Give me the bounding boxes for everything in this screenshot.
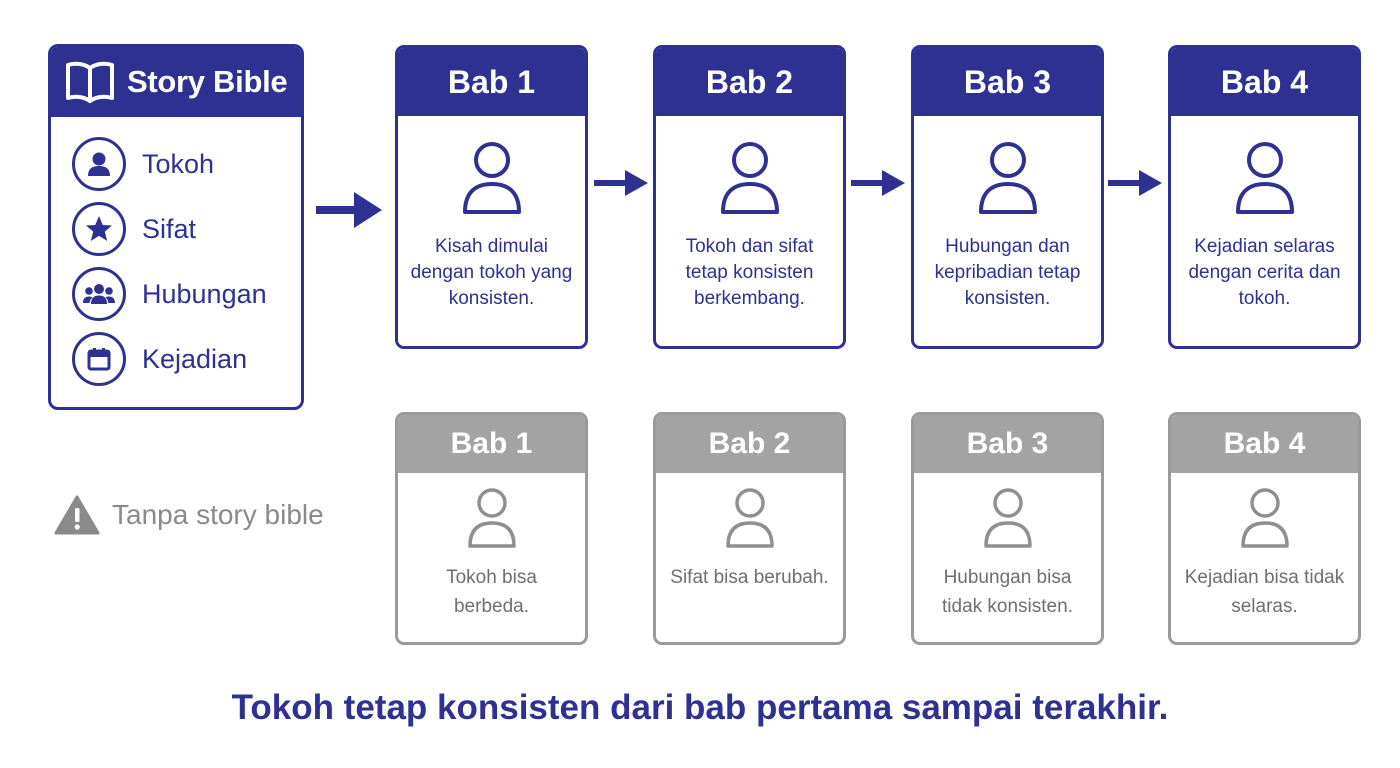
bible-item-hubungan: Hubungan	[72, 267, 301, 321]
bible-item-label: Tokoh	[142, 148, 215, 179]
calendar-icon	[87, 348, 111, 371]
footer-caption: Tokoh tetap konsisten dari bab pertama s…	[231, 688, 1169, 727]
arrow-right-icon	[594, 170, 648, 196]
chapter-card-1: Bab 1 Kisah dimulai dengan tokoh yang ko…	[395, 45, 588, 349]
story-bible-title: Story Bible	[127, 64, 288, 99]
bible-item-label: Kejadian	[142, 343, 248, 374]
group-icon	[83, 284, 115, 304]
person-outline-icon	[983, 488, 1032, 548]
chapter-text: Hubungan dan kepribadian tetap konsisten…	[934, 236, 1081, 309]
chapter-text: Kejadian selaras dengan cerita dan tokoh…	[1188, 236, 1341, 309]
person-outline-icon	[720, 142, 779, 214]
inconsistent-chapter-card-1: Bab 1 Tokoh bisa berbeda.	[395, 412, 588, 645]
story-bible-panel: Story Bible Tokoh Sifat	[48, 44, 304, 410]
chapter-title: Bab 4	[1171, 415, 1358, 473]
bible-item-sifat: Sifat	[72, 202, 301, 256]
person-outline-icon	[467, 488, 516, 548]
chapter-title: Bab 1	[398, 48, 585, 116]
chapter-text: Kejadian bisa tidak selaras.	[1184, 567, 1345, 617]
person-outline-icon	[462, 142, 521, 214]
bible-item-kejadian: Kejadian	[72, 332, 301, 386]
without-bible-label: Tanpa story bible	[54, 494, 324, 536]
person-outline-icon	[978, 142, 1037, 214]
arrow-right-icon	[1108, 170, 1162, 196]
chapter-title: Bab 4	[1171, 48, 1358, 116]
chapter-text: Kisah dimulai dengan tokoh yang konsiste…	[410, 236, 573, 309]
bible-item-tokoh: Tokoh	[72, 137, 301, 191]
arrow-right-icon	[851, 170, 905, 196]
chapter-card-2: Bab 2 Tokoh dan sifat tetap konsisten be…	[653, 45, 846, 349]
person-icon	[88, 152, 110, 176]
chapter-title: Bab 2	[656, 48, 843, 116]
bible-item-label: Sifat	[142, 213, 197, 244]
chapter-title: Bab 3	[914, 415, 1101, 473]
chapter-title: Bab 2	[656, 415, 843, 473]
person-outline-icon	[725, 488, 774, 548]
chapter-card-4: Bab 4 Kejadian selaras dengan cerita dan…	[1168, 45, 1361, 349]
warning-icon	[54, 495, 100, 535]
inconsistent-chapter-card-2: Bab 2 Sifat bisa berubah.	[653, 412, 846, 645]
star-icon	[86, 216, 112, 241]
chapter-card-3: Bab 3 Hubungan dan kepribadian tetap kon…	[911, 45, 1104, 349]
chapter-text: Tokoh dan sifat tetap konsisten berkemba…	[685, 236, 814, 309]
person-outline-icon	[1235, 142, 1294, 214]
inconsistent-chapter-card-3: Bab 3 Hubungan bisa tidak konsisten.	[911, 412, 1104, 645]
chapter-title: Bab 1	[398, 415, 585, 473]
person-outline-icon	[1240, 488, 1289, 548]
story-bible-header: Story Bible	[51, 47, 301, 117]
chapter-text: Tokoh bisa berbeda.	[446, 567, 537, 617]
chapter-text: Hubungan bisa tidak konsisten.	[942, 567, 1073, 617]
inconsistent-chapter-card-4: Bab 4 Kejadian bisa tidak selaras.	[1168, 412, 1361, 645]
chapter-title: Bab 3	[914, 48, 1101, 116]
arrow-right-icon	[316, 192, 382, 228]
book-icon	[66, 61, 114, 103]
chapter-text: Sifat bisa berubah.	[670, 567, 829, 588]
bible-item-label: Hubungan	[142, 278, 267, 309]
